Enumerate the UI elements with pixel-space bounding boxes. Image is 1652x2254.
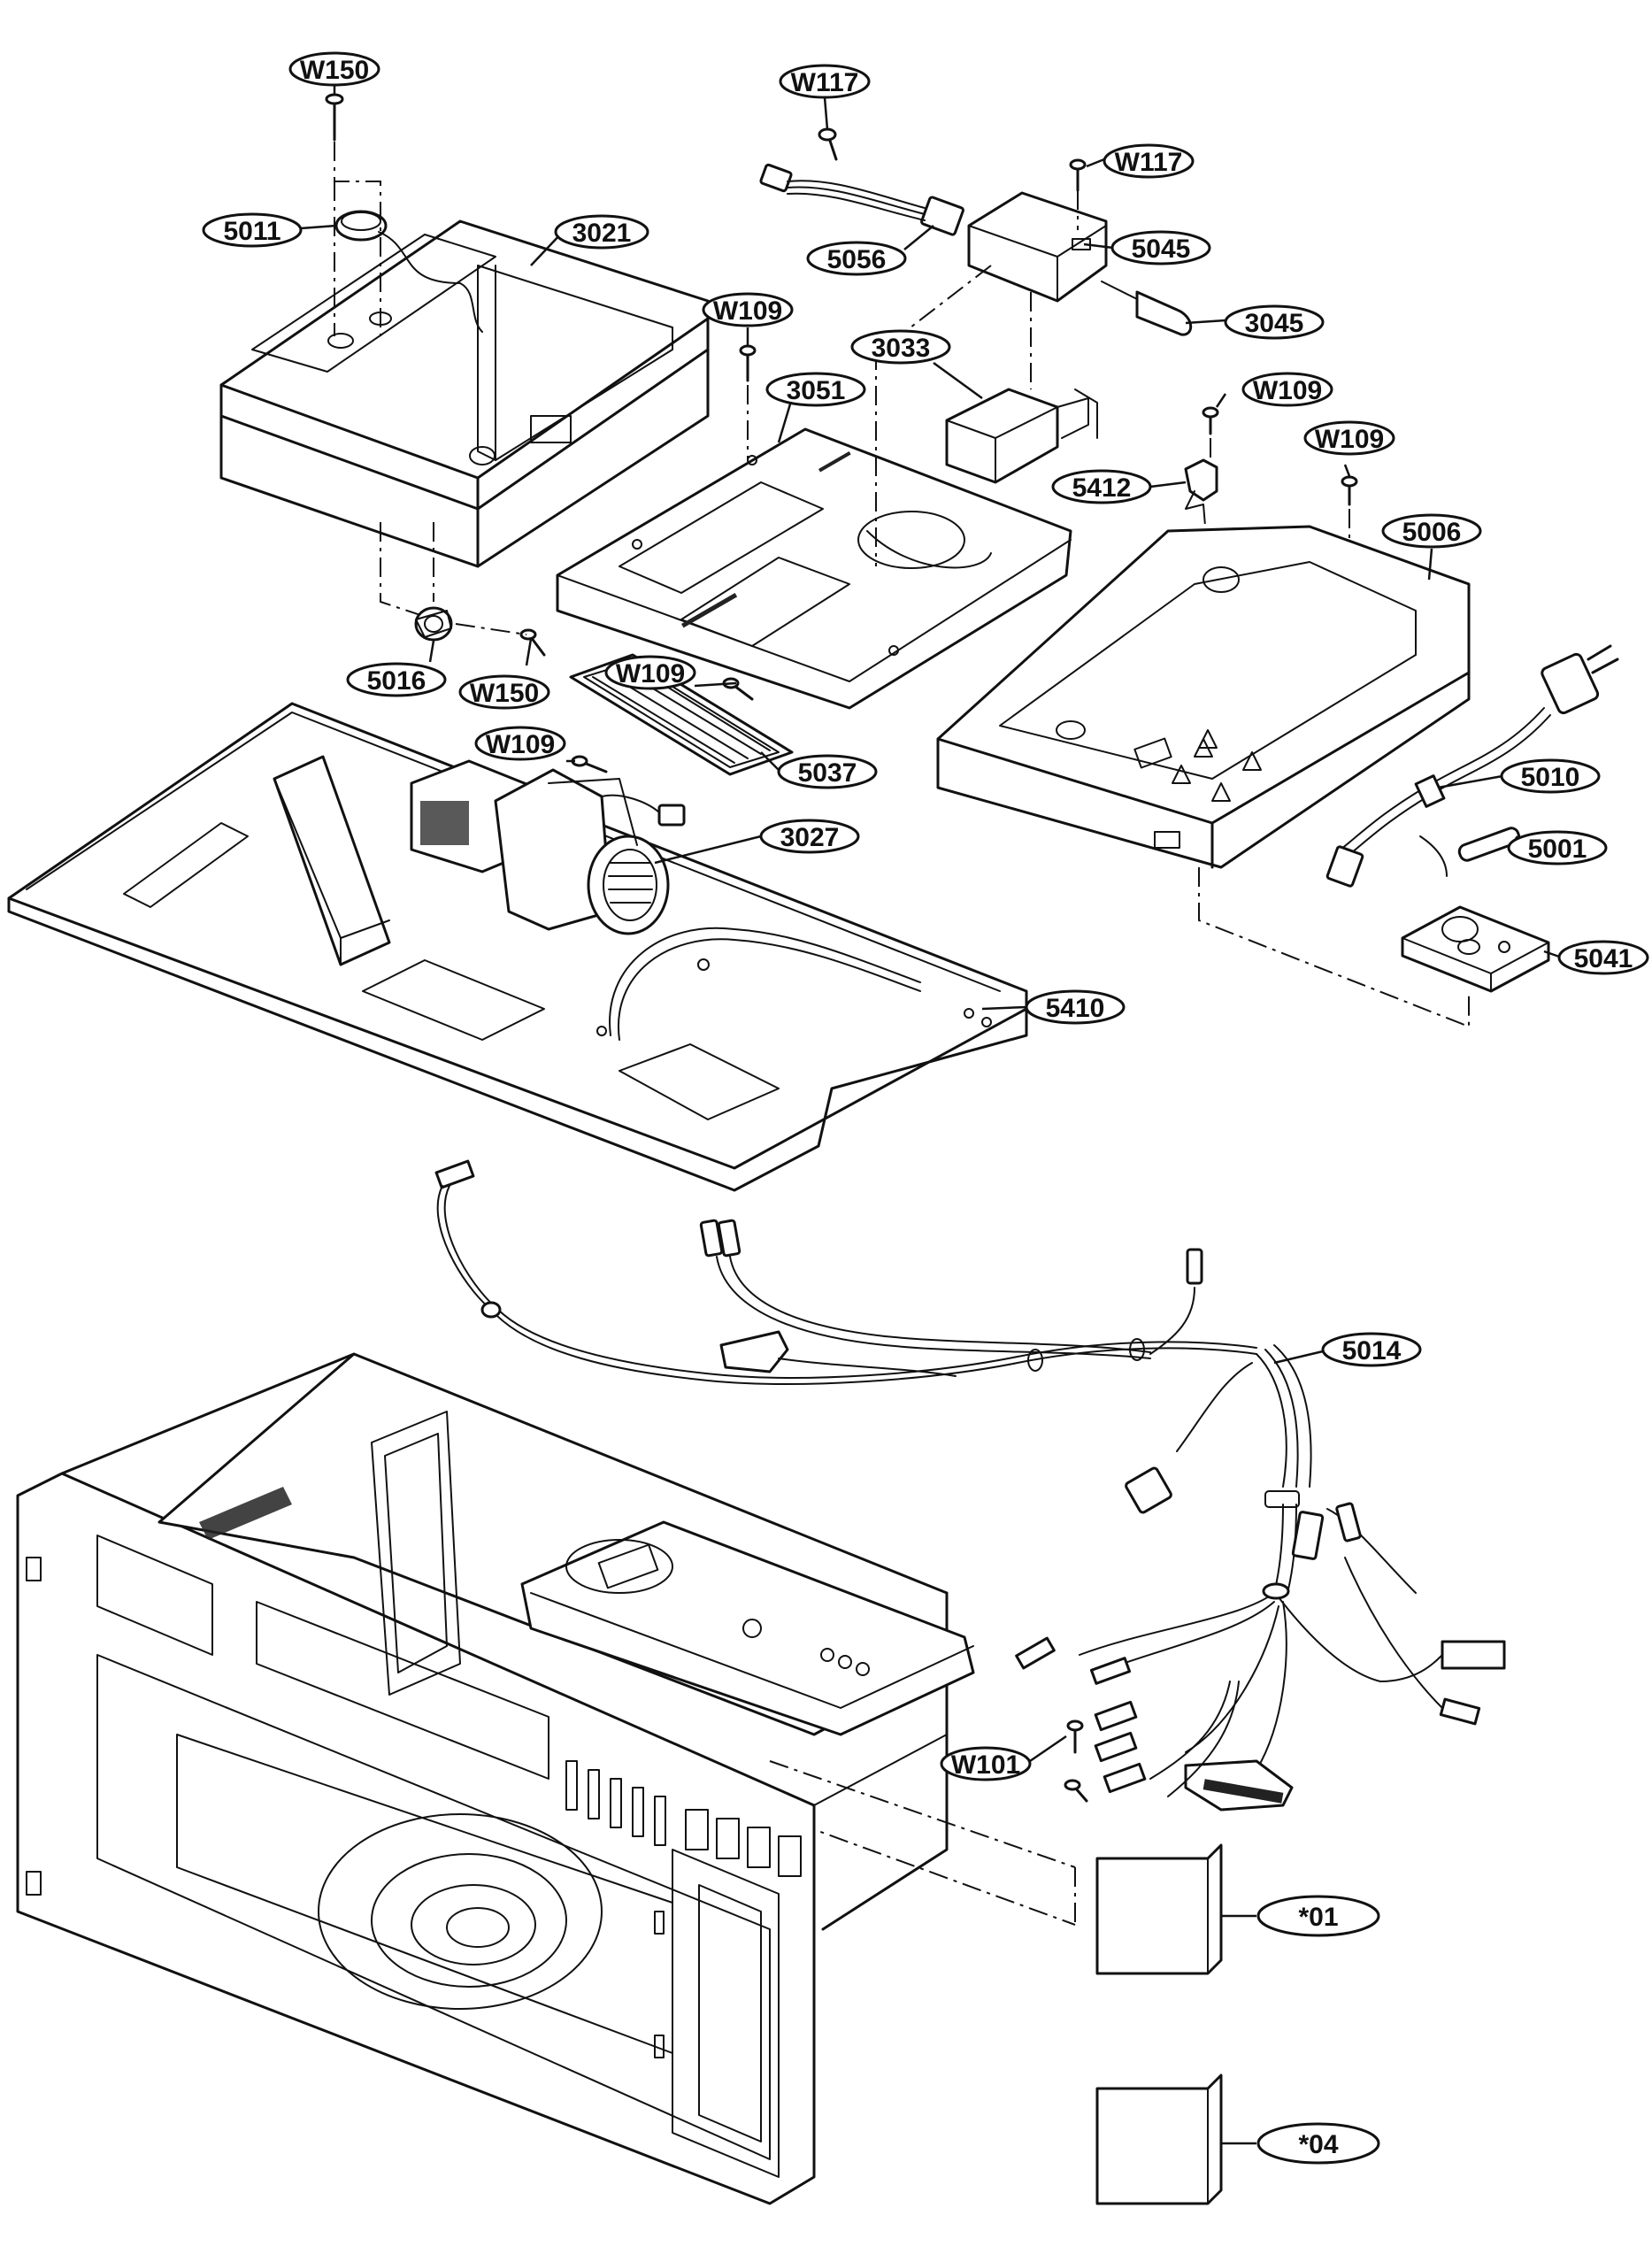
svg-text:W150: W150	[470, 679, 539, 708]
callout-w109-e: W109	[474, 726, 566, 761]
part-3027-fan-motor	[410, 759, 686, 935]
part-5001-fuse	[1419, 827, 1521, 877]
svg-text:5056: 5056	[827, 245, 887, 274]
callout-3051: 3051	[765, 372, 866, 407]
svg-text:W109: W109	[1253, 376, 1322, 405]
vent-slots	[565, 1760, 802, 1877]
svg-text:*04: *04	[1298, 2130, 1338, 2159]
screw-w109-a	[739, 344, 757, 382]
svg-text:5045: 5045	[1132, 235, 1191, 264]
callout-3045: 3045	[1224, 304, 1325, 340]
part-01-manual	[1095, 1843, 1223, 1975]
callout-5037: 5037	[777, 754, 878, 789]
callout-5016: 5016	[346, 662, 447, 697]
screw-w150-top	[325, 93, 344, 142]
callout-3027: 3027	[759, 819, 860, 854]
callout-5014: 5014	[1321, 1332, 1422, 1367]
svg-text:3045: 3045	[1245, 309, 1304, 338]
leader-lines	[300, 85, 1563, 2145]
svg-text:W117: W117	[791, 68, 859, 97]
callout-w150-top: W150	[288, 51, 380, 87]
screw-w109-d	[722, 677, 754, 701]
part-5016-thermostat	[414, 606, 453, 642]
callout-5056: 5056	[806, 241, 907, 276]
svg-text:5412: 5412	[1072, 473, 1132, 503]
screw-w101	[1064, 1719, 1088, 1803]
callout-w117-a: W117	[779, 64, 871, 99]
part-3033-cover	[945, 388, 1098, 484]
callout-w109-c: W109	[1303, 420, 1395, 456]
callout-5010: 5010	[1500, 758, 1601, 794]
callout-5011: 5011	[202, 212, 303, 248]
svg-text:3021: 3021	[572, 219, 632, 248]
callout-w109-b: W109	[1241, 372, 1333, 407]
part-5011-thermostat	[334, 210, 483, 333]
svg-text:3033: 3033	[872, 334, 931, 363]
svg-text:W150: W150	[300, 56, 369, 85]
svg-text:W109: W109	[486, 730, 555, 759]
callout-5410: 5410	[1025, 989, 1126, 1025]
part-duct-channel	[273, 755, 391, 966]
callout-5041: 5041	[1557, 940, 1649, 975]
svg-text:W109: W109	[713, 296, 782, 326]
callout-5006: 5006	[1381, 513, 1482, 549]
svg-text:5001: 5001	[1528, 835, 1587, 864]
callout-3033: 3033	[850, 329, 951, 365]
part-3045-bracket-box	[967, 191, 1108, 303]
callout-01: *01	[1256, 1895, 1380, 1937]
part-5041-board	[1401, 905, 1550, 993]
callout-5001: 5001	[1507, 830, 1608, 865]
callout-w150-bottom: W150	[458, 674, 550, 710]
svg-text:5010: 5010	[1521, 763, 1580, 792]
svg-text:3027: 3027	[780, 823, 840, 852]
screw-w117-a	[818, 127, 838, 161]
svg-text:W109: W109	[616, 659, 685, 689]
screw-w109-c	[1341, 475, 1358, 506]
callout-3021: 3021	[554, 214, 649, 250]
part-3051-plate	[556, 427, 1072, 710]
part-5056-connector	[759, 163, 964, 236]
part-04-manual	[1095, 2073, 1223, 2205]
screw-w150-bottom	[519, 628, 546, 657]
svg-text:5014: 5014	[1342, 1336, 1402, 1365]
callout-w109-a: W109	[702, 292, 794, 327]
screw-w109-b	[1202, 406, 1219, 435]
screw-w117-b	[1069, 158, 1087, 192]
callout-04: *04	[1256, 2122, 1380, 2165]
part-5412-clip	[1184, 458, 1218, 510]
svg-text:*01: *01	[1298, 1903, 1338, 1932]
svg-text:W117: W117	[1115, 148, 1183, 177]
part-5006-tray	[936, 525, 1471, 869]
svg-text:W109: W109	[1315, 425, 1384, 454]
svg-text:5016: 5016	[367, 666, 426, 696]
callout-5045: 5045	[1110, 230, 1211, 265]
svg-text:5006: 5006	[1402, 518, 1462, 547]
screw-w109-e	[571, 755, 608, 773]
part-oven-cavity	[16, 1352, 975, 2205]
svg-text:3051: 3051	[787, 376, 846, 405]
callout-w117-b: W117	[1103, 143, 1195, 179]
svg-text:W101: W101	[951, 1750, 1020, 1780]
part-5010-power-cord	[1325, 644, 1619, 888]
part-5014-wire-harness	[434, 1159, 1506, 1812]
svg-text:5037: 5037	[798, 758, 857, 788]
part-3021-vent-box	[219, 219, 710, 568]
callout-w109-d: W109	[604, 655, 696, 690]
svg-text:5041: 5041	[1574, 944, 1633, 973]
part-3045-capacitor	[1101, 281, 1193, 336]
callout-5412: 5412	[1051, 469, 1152, 504]
svg-text:5410: 5410	[1046, 994, 1105, 1023]
svg-text:5011: 5011	[223, 217, 280, 246]
callout-w101: W101	[940, 1746, 1032, 1781]
